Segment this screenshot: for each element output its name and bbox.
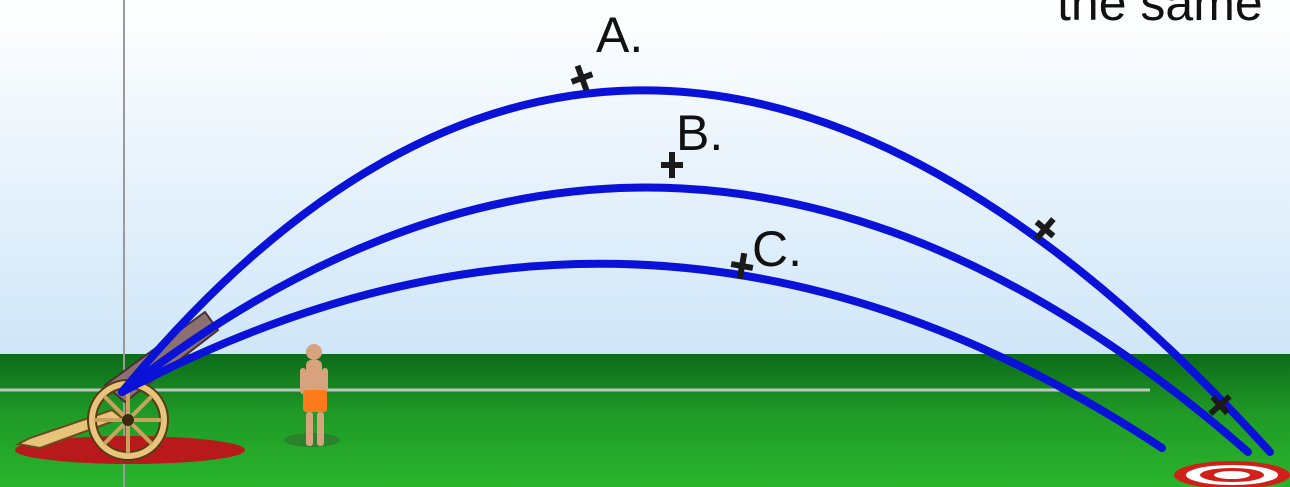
trajectory-a xyxy=(118,86,1274,456)
sky xyxy=(0,0,1290,356)
cannon-wheel xyxy=(87,379,169,461)
label-b: B. xyxy=(676,105,723,161)
person xyxy=(284,344,340,447)
marker-a3 xyxy=(1208,394,1232,416)
marker-b1 xyxy=(661,152,683,178)
trajectory-b xyxy=(118,183,1252,456)
marker-a2 xyxy=(1034,217,1056,241)
marker-c1 xyxy=(730,252,754,280)
label-a: A. xyxy=(596,7,643,63)
corner-text: the same xyxy=(1057,0,1263,31)
grass xyxy=(0,354,1290,487)
marker-a1 xyxy=(570,64,594,92)
target xyxy=(1174,461,1290,487)
trajectory-c xyxy=(118,259,1166,452)
label-c: C. xyxy=(752,221,802,277)
